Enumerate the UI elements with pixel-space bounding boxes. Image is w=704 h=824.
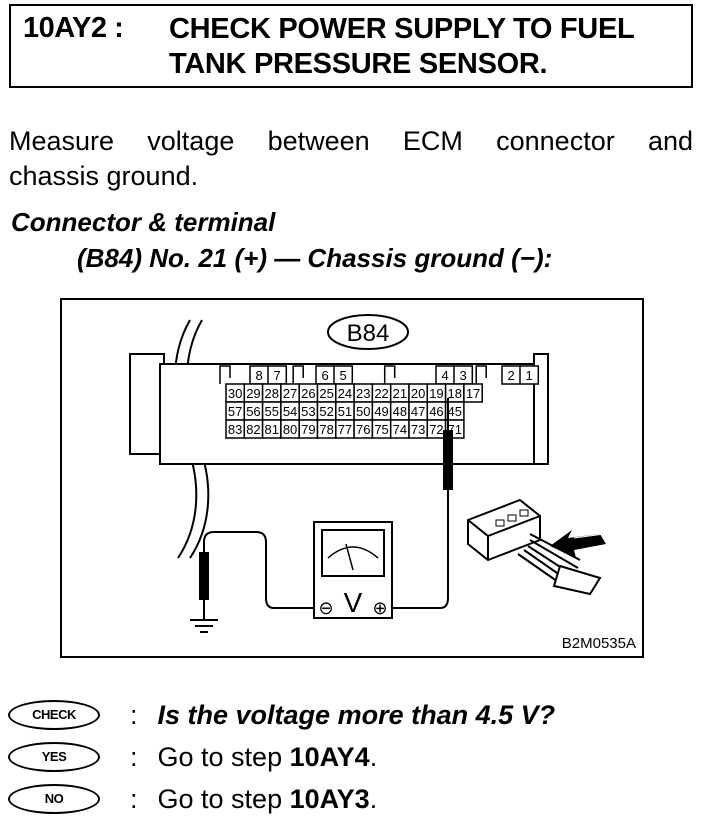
pin-number: 54 <box>283 404 297 419</box>
pin-number: 26 <box>301 386 315 401</box>
pin-number: 29 <box>246 386 260 401</box>
pin-number: 21 <box>393 386 407 401</box>
pin-number: 53 <box>301 404 315 419</box>
probe-plus <box>443 430 453 490</box>
wire-to-ground <box>203 531 314 609</box>
pin-number: 52 <box>319 404 333 419</box>
instruction-text: Measure voltage between ECM connector an… <box>9 124 693 194</box>
voltmeter-symbol: V <box>344 587 363 618</box>
pin-number: 25 <box>319 386 333 401</box>
pin-number: 83 <box>228 422 242 437</box>
connector-left-tab <box>129 353 165 455</box>
pin-number: 7 <box>274 368 281 383</box>
pin-number: 17 <box>466 386 480 401</box>
connector-id-text: B84 <box>347 320 390 347</box>
pin-number: 47 <box>411 404 425 419</box>
pin-number: 80 <box>283 422 297 437</box>
pin-number: 49 <box>374 404 388 419</box>
key-slot <box>219 365 231 384</box>
decision-colon: : <box>130 699 138 730</box>
diagram-frame <box>60 298 644 658</box>
pin-number: 5 <box>340 368 347 383</box>
connector-terminal-label: Connector & terminal <box>11 207 276 237</box>
connector-terminal-detail: (B84) No. 21 (+) — Chassis ground (−): <box>77 243 553 273</box>
connector-id-oval <box>327 314 409 350</box>
no-suffix: . <box>369 783 378 814</box>
pin-number: 22 <box>374 386 388 401</box>
ground-icon <box>190 619 218 633</box>
figure-code: B2M0535A <box>562 635 636 652</box>
pin-number: 48 <box>393 404 407 419</box>
pin-number: 8 <box>256 368 263 383</box>
pin-number: 27 <box>283 386 297 401</box>
yes-suffix: . <box>369 741 378 772</box>
no-prefix: Go to step <box>157 783 283 814</box>
pin-number: 72 <box>429 422 443 437</box>
step-header-box: 10AY2 : CHECK POWER SUPPLY TO FUEL TANK … <box>9 4 693 88</box>
probe-minus <box>199 552 209 600</box>
instruction-line1: Measure voltage between ECM connector an… <box>9 126 693 156</box>
pin-number: 55 <box>265 404 279 419</box>
step-title: CHECK POWER SUPPLY TO FUEL TANK PRESSURE… <box>169 12 689 82</box>
decision-yes: YES : Go to step 10AY4. <box>8 739 377 775</box>
yes-badge: YES <box>8 742 100 772</box>
step-title-line1: CHECK POWER SUPPLY TO FUEL <box>169 13 635 45</box>
key-slot <box>292 365 304 384</box>
pin-number: 3 <box>460 368 467 383</box>
no-step-link[interactable]: 10AY3 <box>289 783 370 814</box>
decision-colon: : <box>130 783 138 814</box>
pin-number: 79 <box>301 422 315 437</box>
decision-no: NO : Go to step 10AY3. <box>8 781 377 817</box>
pin-number: 51 <box>338 404 352 419</box>
pin-number: 46 <box>429 404 443 419</box>
yes-step-link[interactable]: 10AY4 <box>289 741 370 772</box>
pin-number: 74 <box>393 422 407 437</box>
pin-number: 77 <box>338 422 352 437</box>
check-badge: CHECK <box>8 700 100 730</box>
pin-number: 75 <box>374 422 388 437</box>
pin-cell <box>463 383 483 403</box>
voltmeter-scale <box>327 546 379 559</box>
pin-number: 1 <box>526 368 533 383</box>
wire-to-terminal <box>392 588 449 609</box>
pin-number: 18 <box>448 386 462 401</box>
yes-prefix: Go to step <box>157 741 283 772</box>
pin-number: 76 <box>356 422 370 437</box>
check-question: Is the voltage more than 4.5 V? <box>157 699 556 730</box>
harness-connector-icon <box>467 498 602 596</box>
step-title-line2: TANK PRESSURE SENSOR. <box>169 48 548 80</box>
no-badge: NO <box>8 784 100 814</box>
pin-number: 30 <box>228 386 242 401</box>
decision-check: CHECK : Is the voltage more than 4.5 V? <box>8 697 555 733</box>
pin-number: 20 <box>411 386 425 401</box>
pin-number: 82 <box>246 422 260 437</box>
decision-colon: : <box>130 741 138 772</box>
pin-number: 78 <box>319 422 333 437</box>
pin-number: 19 <box>429 386 443 401</box>
pin-number: 73 <box>411 422 425 437</box>
pin-number: 6 <box>322 368 329 383</box>
pin-number: 81 <box>265 422 279 437</box>
pin-number: 2 <box>508 368 515 383</box>
pin-number: 56 <box>246 404 260 419</box>
pin-number: 57 <box>228 404 242 419</box>
pin-number: 24 <box>338 386 352 401</box>
pin-number: 4 <box>442 368 449 383</box>
pin-number: 28 <box>265 386 279 401</box>
pin-number: 50 <box>356 404 370 419</box>
key-slot <box>383 365 396 384</box>
voltmeter-minus-icon: ⊖ <box>318 598 333 619</box>
step-id: 10AY2 : <box>23 12 124 44</box>
voltmeter-needle <box>345 543 354 571</box>
pin-number: 23 <box>356 386 370 401</box>
pin-number: 45 <box>448 404 462 419</box>
key-slot <box>475 365 487 384</box>
instruction-line2: chassis ground. <box>9 161 199 191</box>
pin-grid: 30 29 28 27 26 25 24 23 22 21 20 19 18 17 57 56 55 54 53 52… <box>225 383 483 439</box>
view-direction-arrow-icon <box>550 530 606 558</box>
voltmeter-plus-icon: ⊕ <box>372 598 387 619</box>
pin-cell <box>519 365 540 385</box>
